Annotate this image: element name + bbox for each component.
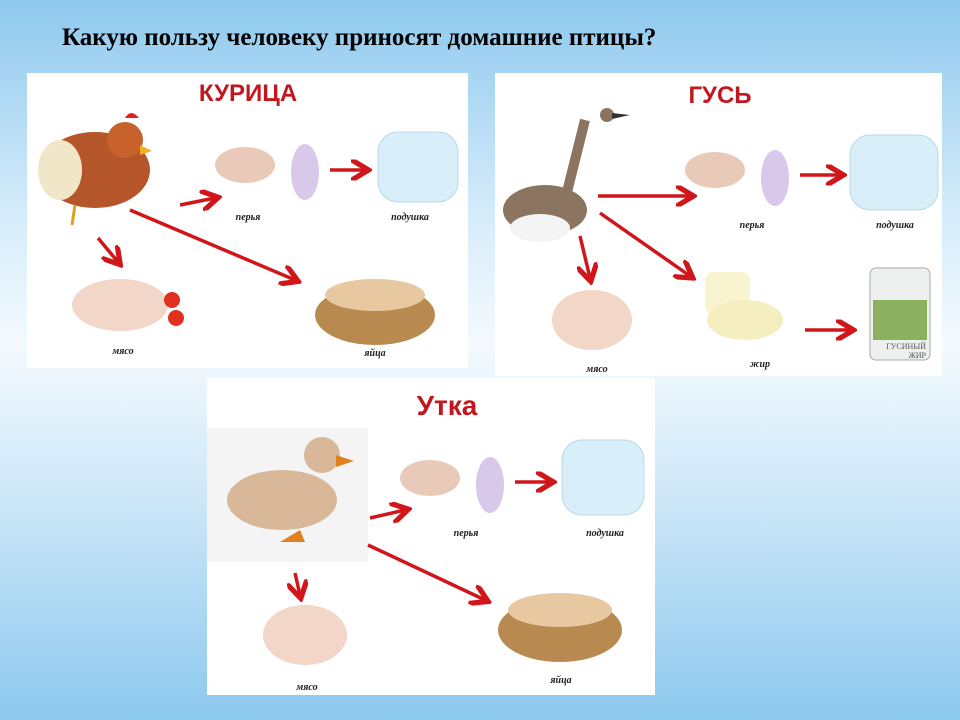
chicken-meat-label: мясо bbox=[112, 346, 134, 357]
chicken-icon bbox=[38, 113, 152, 226]
feathers-icon bbox=[685, 150, 789, 206]
chicken-eggs-label: яйца bbox=[364, 348, 386, 359]
eggs-basket-icon bbox=[498, 593, 622, 662]
duck-arrows bbox=[295, 482, 550, 600]
goose-meat-label: мясо bbox=[586, 364, 608, 375]
duck-icon bbox=[227, 437, 354, 542]
duck-eggs-label: яйца bbox=[550, 675, 572, 686]
meat-icon bbox=[263, 605, 347, 665]
chicken-title: КУРИЦА bbox=[198, 80, 298, 107]
fat-icon bbox=[705, 272, 783, 340]
goose-title: ГУСЬ bbox=[688, 82, 752, 109]
duck-meat-label: мясо bbox=[296, 682, 318, 693]
duck-pillow-label: подушка bbox=[586, 528, 624, 539]
eggs-basket-icon bbox=[315, 279, 435, 345]
chicken-arrows bbox=[96, 170, 365, 280]
goose-pillow-label: подушка bbox=[876, 220, 914, 231]
goose-icon bbox=[503, 108, 630, 242]
goose-arrows bbox=[580, 175, 850, 330]
feathers-icon bbox=[215, 144, 319, 200]
goose-fat-label: жир bbox=[749, 359, 771, 370]
feathers-icon bbox=[400, 457, 504, 513]
meat-icon bbox=[552, 290, 632, 350]
pillow-icon bbox=[849, 134, 939, 211]
slide-title: Какую пользу человеку приносят домашние … bbox=[62, 24, 657, 51]
chicken-feathers-label: перья bbox=[235, 212, 261, 223]
pillow-icon bbox=[561, 439, 645, 516]
pillow-icon bbox=[377, 131, 459, 203]
goose-fat-can-label: ГУСИНЫЙ ЖИР bbox=[886, 342, 926, 360]
duck-feathers-label: перья bbox=[453, 528, 479, 539]
goose-feathers-label: перья bbox=[739, 220, 765, 231]
goose-fat-can-icon bbox=[869, 267, 931, 361]
chicken-pillow-label: подушка bbox=[391, 212, 429, 223]
meat-icon bbox=[72, 279, 184, 331]
duck-title: Утка bbox=[416, 390, 478, 421]
